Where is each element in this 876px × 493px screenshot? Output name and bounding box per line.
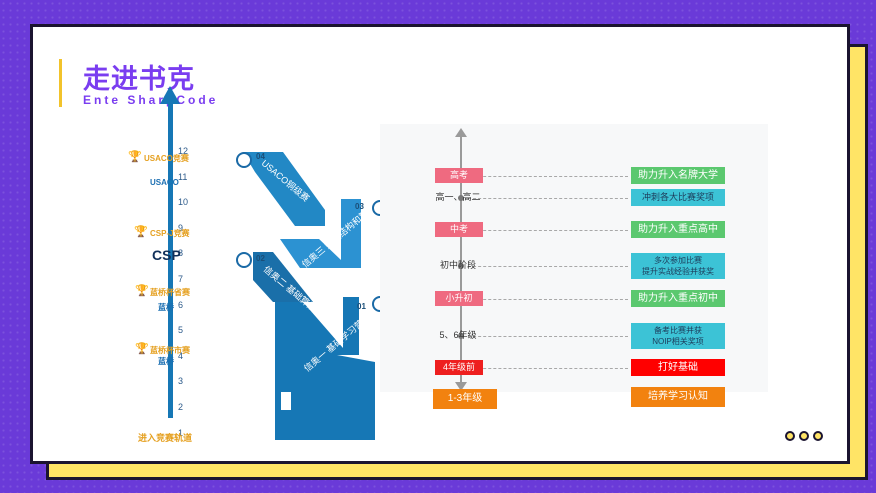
timeline-node — [458, 263, 464, 269]
axis-tick: 8 — [178, 248, 184, 259]
stage-right-label: 打好基础 — [631, 359, 725, 376]
timeline-line — [460, 135, 462, 385]
row-connector — [468, 336, 628, 337]
track-label: USACO竞赛 — [144, 154, 189, 163]
axis-tick: 5 — [178, 325, 184, 336]
timeline-arrow-down — [455, 382, 467, 391]
stage-left-label: 高一、高二 — [435, 192, 481, 202]
stage-number: 04 — [256, 152, 265, 161]
axis-tick: 12 — [178, 146, 189, 156]
clock-icon — [236, 152, 252, 168]
axis-arrowhead — [160, 86, 180, 104]
track-label: 蓝桥杯市赛 — [150, 346, 190, 355]
trophy-icon: 🏆 — [135, 343, 149, 355]
timeline-node — [458, 333, 464, 339]
stage-left-label: 高考 — [435, 168, 483, 183]
track-footer: 进入竞赛轨道 — [138, 433, 193, 443]
axis-tick: 10 — [178, 197, 189, 208]
row-connector — [468, 198, 628, 199]
axis-tick: 3 — [178, 376, 184, 387]
stage-right-label: 冲刺各大比赛奖项 — [631, 189, 725, 206]
stage-left-label: 1-3年级 — [433, 389, 497, 409]
page-subtitle: Ente SharpCode — [83, 93, 219, 107]
stage-left-label: 中考 — [435, 222, 483, 237]
row-connector — [468, 266, 628, 267]
stage-number: 02 — [256, 254, 265, 263]
timeline-arrow-up — [455, 128, 467, 137]
lanqiao-logo: 蓝桥 — [158, 303, 174, 312]
stage-left-label: 小升初 — [435, 291, 483, 306]
axis-tick: 9 — [178, 222, 184, 233]
trophy-icon: 🏆 — [128, 151, 142, 163]
stage-right-label: 培养学习认知 — [631, 387, 725, 407]
stage-right-label: 多次参加比赛提升实战经验并获奖 — [631, 253, 725, 279]
track-label: CSP-J竞赛 — [150, 229, 190, 238]
stage-number: 03 — [355, 202, 364, 211]
lanqiao-logo: 蓝桥 — [158, 357, 174, 366]
usaco-logo: USACO — [150, 178, 179, 187]
grade-axis — [168, 100, 173, 418]
trophy-icon: 🏆 — [134, 226, 148, 238]
timeline-node — [458, 195, 464, 201]
axis-tick: 2 — [178, 402, 184, 412]
stage-number: 01 — [357, 302, 366, 311]
row-connector — [468, 368, 628, 369]
stage-right-label: 助力升入重点高中 — [631, 221, 725, 238]
row-connector — [468, 176, 628, 177]
track-label: 蓝桥杯省赛 — [150, 288, 190, 297]
row-connector — [468, 230, 628, 231]
axis-tick: 4 — [178, 350, 184, 361]
stage-right-label: 助力升入名牌大学 — [631, 167, 725, 184]
csp-logo: CSP — [152, 247, 181, 263]
clock-icon — [236, 252, 252, 268]
stage-arrows — [243, 152, 375, 440]
more-dots-icon[interactable] — [785, 431, 823, 441]
axis-tick: 1 — [178, 427, 184, 438]
stage-left-label: 初中阶段 — [439, 260, 476, 270]
stage-right-label: 助力升入重点初中 — [631, 290, 725, 307]
stage-left-label: 4年级前 — [435, 360, 483, 375]
title-accent-bar — [59, 59, 62, 107]
axis-tick: 11 — [178, 171, 188, 182]
axis-tick: 6 — [178, 299, 184, 310]
row-connector — [468, 299, 628, 300]
trophy-icon: 🏆 — [135, 285, 149, 297]
axis-tick: 7 — [178, 274, 184, 284]
stage-left-label: 5、6年级 — [439, 330, 477, 340]
